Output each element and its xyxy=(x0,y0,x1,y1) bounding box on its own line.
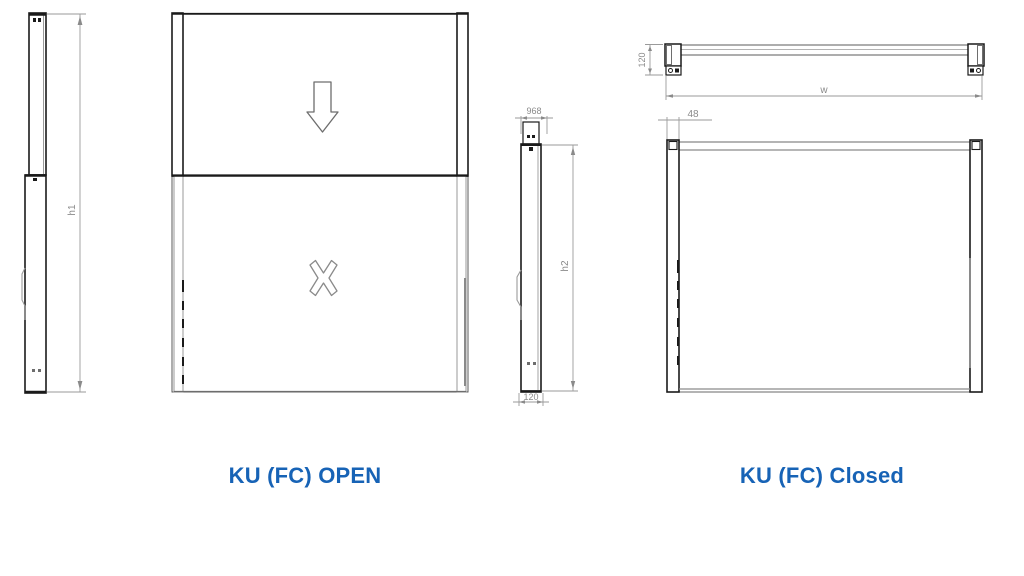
open-front-right-guide-strip xyxy=(464,278,466,386)
section-lower-fitting-b xyxy=(533,362,536,365)
dim-w-arrow-left xyxy=(666,94,673,98)
open-front-right-stile-upper xyxy=(456,12,469,177)
view-open-section: 968 h2 xyxy=(513,106,578,406)
dim-968-label: 968 xyxy=(526,106,541,116)
caption-ku-fc-closed: KU (FC) Closed xyxy=(739,463,905,488)
closed-front-right-stile xyxy=(969,139,983,393)
open-side-seal-profile xyxy=(21,267,26,320)
dim-h1-arrow-bottom xyxy=(77,381,83,390)
plan-left-lower-fitting xyxy=(665,65,682,76)
open-side-top-fitting-b xyxy=(38,18,41,22)
open-front-left-stile-upper xyxy=(171,12,184,177)
dim-120-left-arrow-bottom xyxy=(648,68,652,74)
dim-h2-label: h2 xyxy=(560,260,571,272)
dim-w-label: w xyxy=(819,85,828,96)
open-front-left-guide-ticks xyxy=(182,280,184,384)
open-side-lower-leaf xyxy=(24,174,47,394)
plan-right-roller-icon xyxy=(976,68,981,73)
section-upper-fitting-b xyxy=(532,135,535,138)
open-side-top-fitting-a xyxy=(33,18,36,22)
open-side-joint-fitting xyxy=(33,178,37,181)
open-side-lower-fitting-b xyxy=(38,369,41,372)
dim-h1-label: h1 xyxy=(67,204,78,216)
section-upper-fitting-a xyxy=(527,135,530,138)
view-closed-plan: 120 w xyxy=(637,43,985,100)
plan-left-roller-icon xyxy=(668,68,673,73)
plan-rail-body xyxy=(671,44,979,56)
view-closed-front: 48 xyxy=(658,109,983,393)
dim-968-arrow-left xyxy=(521,116,527,120)
plan-right-end-inner xyxy=(977,45,983,65)
section-seal-profile xyxy=(516,269,522,320)
closed-front-left-guide-ticks xyxy=(677,260,679,365)
section-top-fitting xyxy=(529,147,533,151)
dim-h2-arrow-bottom xyxy=(570,381,576,389)
dim-h1-arrow-top xyxy=(77,16,83,25)
caption-ku-fc-open: KU (FC) OPEN xyxy=(228,463,382,488)
x-mark-icon xyxy=(309,259,338,297)
plan-left-fitting-mark xyxy=(675,68,679,73)
open-side-lower-fitting-a xyxy=(32,369,35,372)
dim-968-arrow-right xyxy=(541,116,547,120)
dim-w-arrow-right xyxy=(975,94,982,98)
arrow-down-icon xyxy=(306,81,339,133)
closed-front-left-top-fitting xyxy=(668,140,678,151)
dim-120-left-label: 120 xyxy=(637,52,647,67)
dim-120-bottom-arrow-left xyxy=(519,400,525,404)
dim-48-label: 48 xyxy=(687,109,699,120)
dim-120-bottom-label: 120 xyxy=(523,392,538,402)
closed-front-right-top-fitting xyxy=(971,140,981,151)
section-upper-leaf xyxy=(522,121,540,145)
plan-left-end-inner xyxy=(666,45,672,65)
view-open-front xyxy=(171,12,469,393)
open-front-left-stile-lower xyxy=(173,175,184,393)
section-lower-fitting-a xyxy=(527,362,530,365)
dim-120-bottom-arrow-right xyxy=(537,400,543,404)
dim-h2-arrow-top xyxy=(570,147,576,155)
closed-front-panel xyxy=(666,141,983,393)
plan-right-fitting-mark xyxy=(970,68,974,73)
dim-120-left-arrow-top xyxy=(648,46,652,51)
view-open-side: h1 xyxy=(21,12,86,394)
plan-right-lower-fitting xyxy=(967,65,984,76)
closed-front-right-guide-strip xyxy=(969,258,971,368)
